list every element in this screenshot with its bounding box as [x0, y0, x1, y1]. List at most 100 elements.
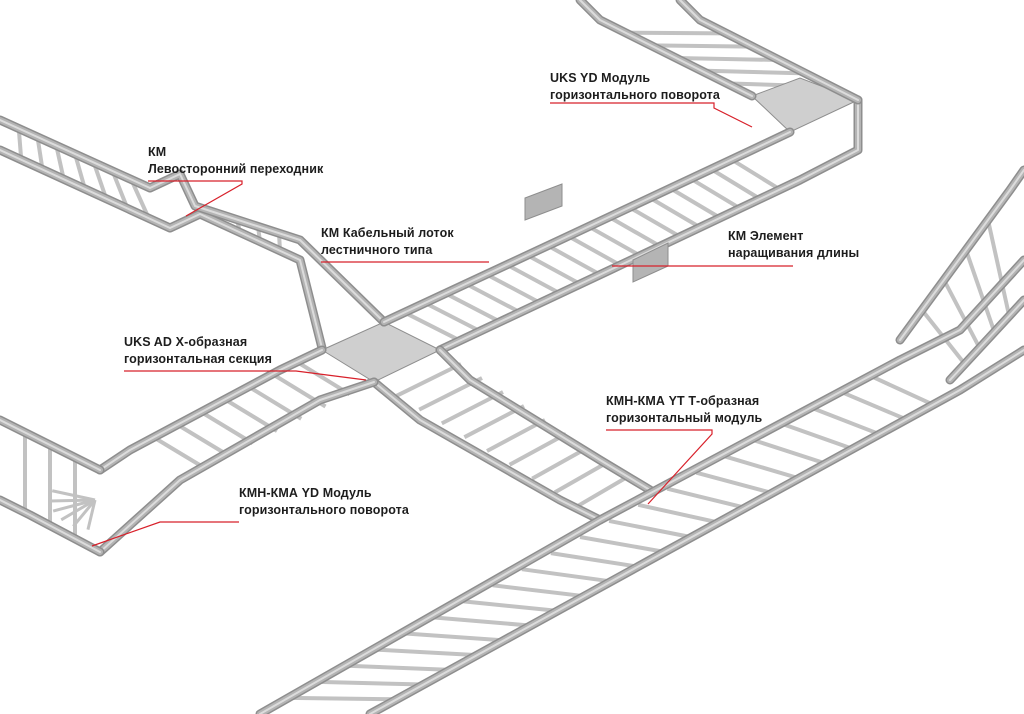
- tray-b-rung: [546, 243, 601, 277]
- tray-a1-rung: [110, 170, 130, 210]
- tray-e-rung: [176, 423, 230, 458]
- label-km-extension: КМ Элемент наращивания длины: [728, 228, 859, 262]
- tray-g-rung: [289, 695, 397, 702]
- leader-lines: [91, 102, 793, 547]
- label-line2: горизонтального поворота: [239, 503, 409, 517]
- tray-g-rung: [724, 454, 800, 481]
- rail-b-upper: [435, 95, 863, 355]
- leader-line-2: [550, 102, 753, 128]
- label-km-left-adapter: КМ Левосторонний переходник: [148, 144, 323, 178]
- label-line1: UKS YD Модуль: [550, 71, 651, 85]
- x-section-plate: [320, 321, 442, 383]
- rail-b-lower-highlight: [383, 131, 791, 323]
- tray-g-rung: [695, 470, 773, 496]
- tray-g-rung: [550, 551, 639, 569]
- label-line1: КМ Элемент: [728, 229, 804, 243]
- bend-fan-rung: [49, 498, 96, 503]
- bend-fan-rung: [60, 498, 96, 522]
- label-line1: КМ Кабельный лоток: [321, 226, 454, 240]
- bend-fan-rung: [51, 489, 96, 502]
- label-kmh-kma-yt: КМН-КМА YT Т-образная горизонтальный мод…: [606, 393, 762, 427]
- rail-e-upper-highlight: [99, 349, 323, 471]
- tray-g-rung: [782, 422, 854, 451]
- label-uks-ad-x: UKS AD X-образная горизонтальная секция: [124, 334, 272, 368]
- tray-b-rung: [628, 205, 682, 239]
- tray-b-rung: [526, 253, 581, 286]
- tray-d-rung: [395, 362, 462, 398]
- rail-d-upper-highlight: [439, 349, 651, 491]
- tray-b-rung: [505, 262, 561, 296]
- label-line1: КМН-КМА YD Модуль: [239, 486, 372, 500]
- tray-g-rung: [812, 406, 881, 437]
- tray-a1-rung: [129, 178, 151, 220]
- label-line2: горизонтальный модуль: [606, 411, 763, 425]
- tray-g-rung: [637, 502, 720, 525]
- bend-fan-rung: [72, 499, 97, 528]
- tray-g-rung: [347, 663, 451, 672]
- tray-d-rung: [553, 460, 609, 495]
- label-kmh-kma-yd: КМН-КМА YD Модуль горизонтального поворо…: [239, 485, 409, 519]
- tray-b-rung: [567, 234, 621, 267]
- tray-g-rung: [579, 535, 666, 554]
- tray-h-rung: [964, 249, 997, 333]
- label-line2: наращивания длины: [728, 246, 860, 260]
- rail-h-left-highlight: [899, 169, 1024, 341]
- tray-c-rung: [650, 43, 753, 49]
- tray-g-rung: [318, 679, 424, 687]
- extension-plate-1: [524, 183, 563, 221]
- tray-b-rung: [587, 224, 641, 258]
- leader-line-5: [124, 370, 367, 381]
- tray-b-rung: [423, 301, 481, 333]
- rail-f-upper-highlight: [0, 419, 101, 471]
- tray-c-rung: [675, 56, 780, 62]
- tray-b-rung: [710, 167, 762, 201]
- rail-a-inner-highlight: [0, 119, 385, 323]
- label-uks-yd-top: UKS YD Модуль горизонтального поворота: [550, 70, 720, 104]
- tray-a1-rung: [35, 136, 45, 170]
- tray-g-rung: [405, 631, 505, 643]
- bend-fan-rung: [52, 498, 96, 513]
- rail-b-upper-face: [437, 97, 861, 353]
- label-line2: горизонтального поворота: [550, 88, 720, 102]
- tray-b-rung: [444, 291, 501, 324]
- leader-line-6: [606, 429, 713, 505]
- tray-g-rung: [463, 599, 558, 613]
- label-line1: КМН-КМА YT Т-образная: [606, 394, 760, 408]
- tray-rungs: [16, 30, 1012, 702]
- tray-b-rung: [669, 186, 722, 220]
- tray-b-rung: [730, 157, 782, 192]
- tray-b-rung: [689, 176, 742, 211]
- tray-g-rung: [841, 390, 908, 422]
- tray-g-rung: [753, 438, 827, 466]
- tray-d-rung: [531, 446, 588, 481]
- rail-b-upper-highlight: [439, 99, 859, 351]
- tray-h-rung: [942, 279, 982, 349]
- rail-c-right-highlight: [679, 0, 859, 101]
- tray-a1-rung: [54, 145, 66, 180]
- tray-g-rung: [521, 567, 612, 584]
- label-line1: UKS AD X-образная: [124, 335, 248, 349]
- rail-h-right-highlight: [949, 299, 1024, 381]
- tray-g-rung: [870, 374, 935, 407]
- label-line1: КМ: [148, 145, 167, 159]
- rail-d-lower-highlight: [373, 381, 601, 521]
- tray-a1-rung: [91, 161, 109, 200]
- tray-a1-rung: [16, 128, 24, 160]
- tray-d-rung: [508, 432, 567, 467]
- label-line2: лестничного типа: [321, 243, 433, 257]
- rail-c-left-highlight: [579, 0, 753, 97]
- tray-g-rung: [434, 615, 532, 628]
- tray-b-rung: [485, 272, 541, 305]
- tray-g-rung: [376, 647, 478, 658]
- rail-g-upper-highlight: [369, 349, 1024, 714]
- tray-d-rung: [576, 474, 631, 508]
- tray-h-rung: [986, 219, 1012, 317]
- leader-line-7: [91, 521, 239, 547]
- tray-c-rung: [701, 68, 806, 76]
- label-km-ladder-tray: КМ Кабельный лоток лестничного типа: [321, 225, 454, 259]
- rail-a-outer-highlight: [0, 149, 323, 349]
- bend-fan-rung: [86, 499, 97, 530]
- label-line2: Левосторонний переходник: [148, 162, 324, 176]
